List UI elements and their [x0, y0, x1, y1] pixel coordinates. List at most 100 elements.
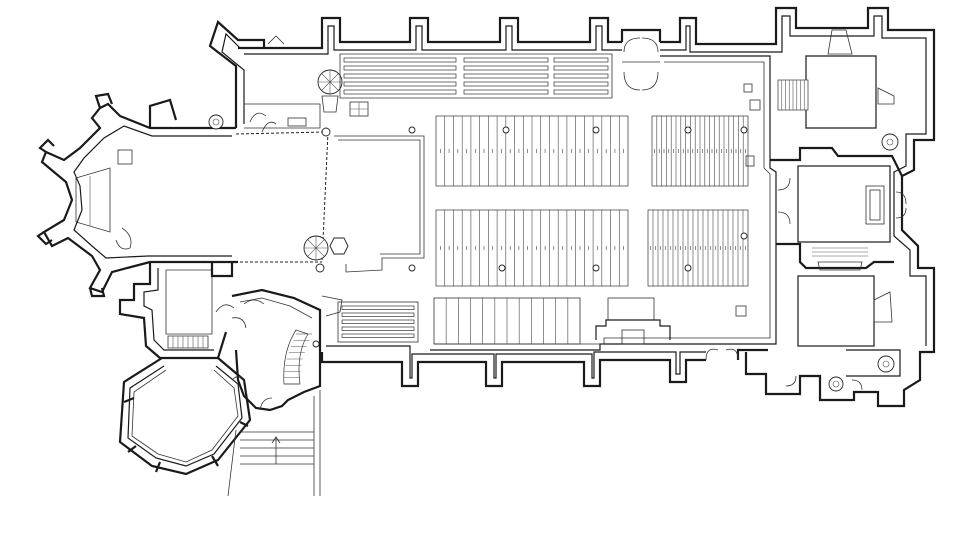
nave-pews [435, 115, 749, 287]
pulpit-base [595, 319, 671, 340]
apse-pulpit [115, 227, 132, 250]
north-pew [463, 81, 549, 87]
south-door-2 [725, 348, 739, 361]
north-gallery-pews [339, 53, 613, 117]
spiral-stair-narthex-treads [304, 236, 328, 260]
east-south-door [785, 375, 797, 387]
sw-block-wall [118, 262, 228, 360]
nave-column [684, 264, 692, 272]
north-pew [343, 65, 457, 71]
buttress-w1 [38, 138, 55, 153]
vestibule-porch [321, 295, 343, 317]
sw-stair [167, 335, 209, 349]
spiral-stair-s [828, 376, 844, 392]
north-pew [463, 89, 549, 95]
door-nw-2 [261, 121, 277, 133]
vestibule [231, 288, 343, 412]
nave-inner-outline-2 [434, 61, 771, 345]
north-pew [343, 73, 457, 79]
sw-door [215, 304, 235, 313]
sacristy-annex [846, 349, 901, 377]
spiral-stair-nw [208, 114, 224, 130]
apse-chapel [36, 92, 238, 298]
north-gallery-frame [339, 53, 613, 99]
step-arrow-head [271, 436, 281, 444]
approach-line-3 [227, 429, 237, 497]
east-south-wall [736, 348, 768, 360]
buttress-sw [88, 287, 106, 298]
nave-inner-outline [430, 55, 777, 351]
nave-column [592, 126, 600, 134]
north-door-right [641, 37, 659, 53]
sacristy-door [851, 379, 863, 391]
narthex-room-inner [338, 139, 421, 255]
north-door-inner-right [641, 71, 659, 91]
tower-room [805, 55, 877, 129]
choir-door-3 [895, 191, 907, 205]
north-porch-wall [620, 28, 662, 42]
nave-column [408, 264, 416, 272]
apse-wall-inner [73, 125, 232, 259]
exterior-walls [238, 6, 936, 408]
nw-tower-inner [221, 32, 245, 124]
spiral-stair-se [877, 355, 895, 373]
south-door-1 [705, 348, 719, 361]
south-pier-box [735, 305, 747, 317]
north-pew [343, 81, 457, 87]
south-wall-inner [326, 345, 706, 379]
choir-altar [865, 185, 885, 225]
nave-column [684, 126, 692, 134]
narthex-screen [321, 131, 329, 263]
apse-wall [40, 102, 238, 294]
north-pew [553, 73, 609, 79]
north-door-inner-left [623, 71, 641, 91]
choir-south-wall [776, 242, 894, 270]
baptistery-buttresses [123, 396, 249, 473]
north-stair-landing [321, 95, 339, 113]
tower-stair [777, 79, 809, 111]
sacristy-bay [873, 291, 893, 323]
north-door-left [623, 37, 641, 53]
vestibule-door-3 [231, 376, 245, 383]
southwest-block [118, 262, 235, 360]
apse-font [117, 149, 133, 165]
pulpit-area [595, 83, 761, 361]
door-nw-1 [249, 112, 267, 123]
sw-block-inner [143, 268, 214, 351]
nave-column [740, 232, 748, 240]
nw-bench [287, 117, 307, 127]
nave-column [592, 264, 600, 272]
north-pier-box [743, 83, 753, 93]
apse-platform [75, 167, 111, 233]
baptistery-wall [118, 357, 252, 476]
narthex-screen-north [235, 131, 327, 135]
nave-column [408, 126, 416, 134]
north-pew [553, 89, 609, 95]
nave-columns [408, 126, 748, 272]
sacristy-room [797, 275, 875, 347]
north-pew [343, 57, 457, 63]
south-wall [320, 352, 706, 388]
vestibule-door-2 [259, 397, 273, 411]
curved-stair [283, 329, 309, 385]
south-aisle-pew [341, 305, 415, 310]
choir-north-wall [770, 146, 903, 177]
north-pew [553, 65, 609, 71]
east-pier-box [745, 155, 755, 167]
baptistery-inner-2 [131, 369, 239, 463]
buttress-n [148, 98, 178, 128]
nave-right-front [651, 115, 749, 187]
nave-left-front [435, 115, 629, 187]
spiral-stair-north-treads [318, 70, 342, 94]
narthex-column-1 [321, 127, 331, 137]
pulpit-desk [621, 329, 645, 345]
south-aisle-frame [337, 301, 419, 343]
narthex-column-2 [315, 263, 325, 273]
north-wall-inner [244, 15, 927, 346]
sw-room [165, 269, 213, 335]
vestibule-door-1 [231, 317, 247, 329]
narthex [150, 69, 425, 273]
north-pew [463, 73, 549, 79]
north-pew [553, 81, 609, 87]
